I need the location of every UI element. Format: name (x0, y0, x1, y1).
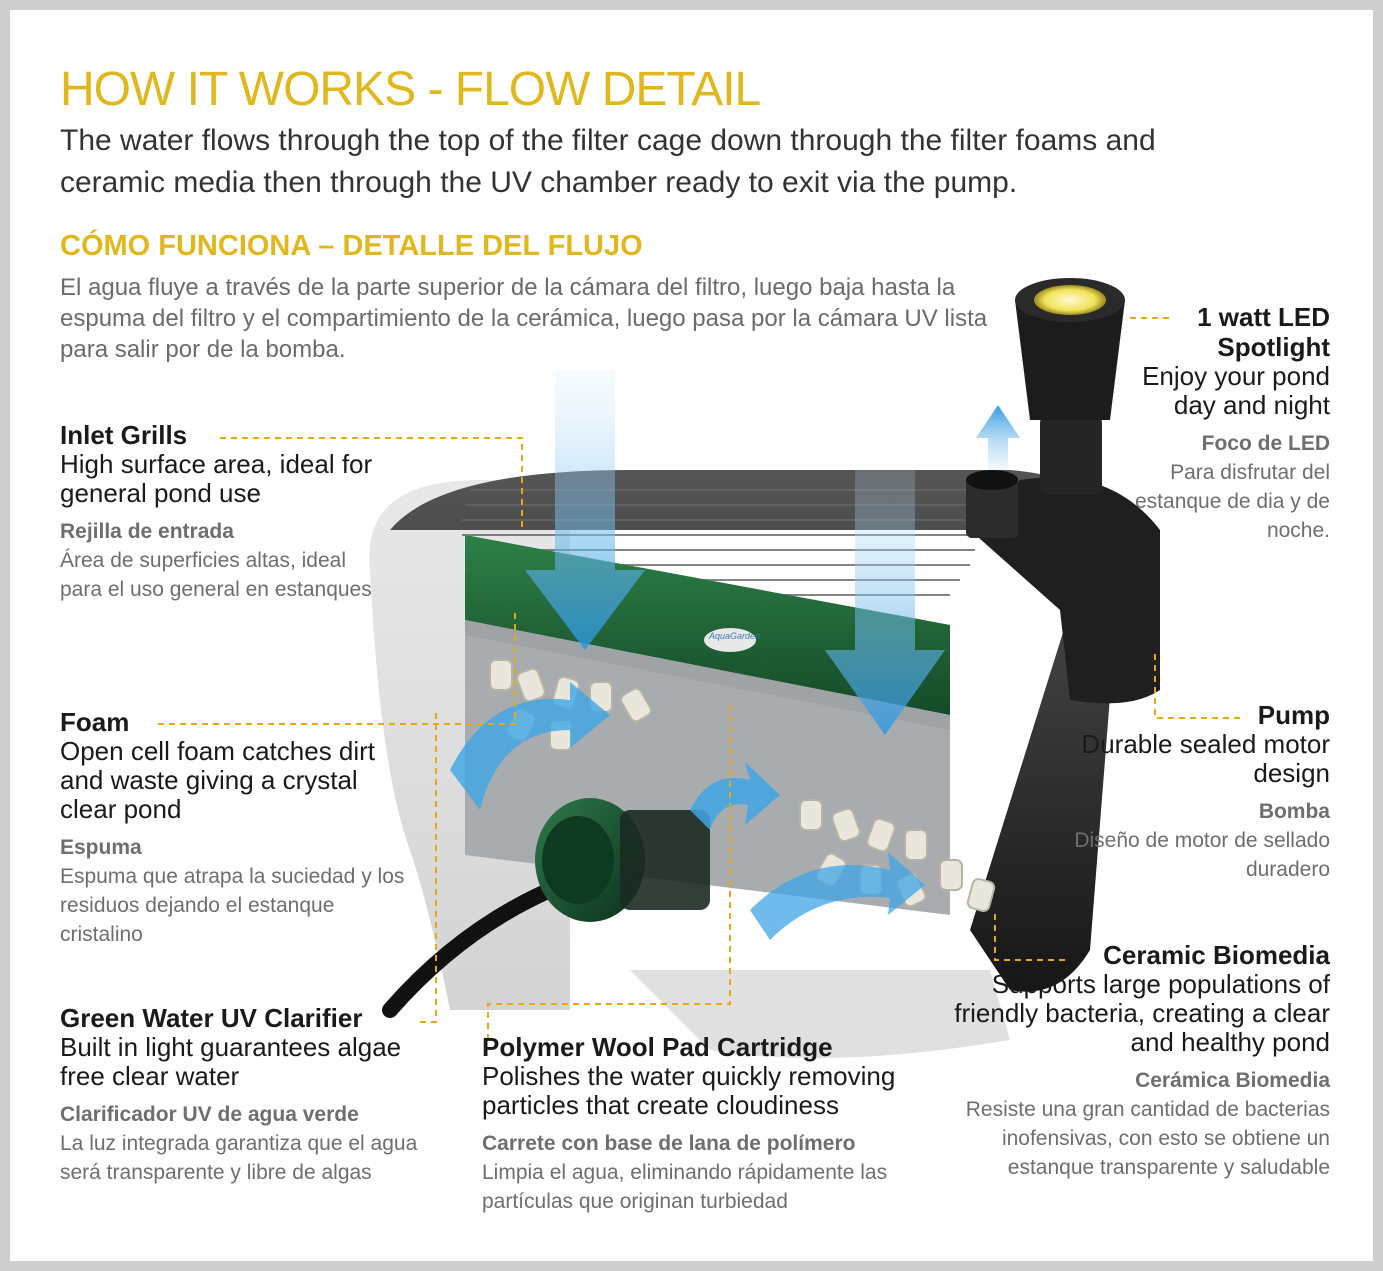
callout-heading-es: Espuma (60, 836, 142, 859)
callout-heading-es: Clarificador UV de agua verde (60, 1103, 359, 1126)
callout-pump: Pump Durable sealed motor design Bomba D… (1070, 700, 1330, 884)
callout-desc-es: La luz integrada garantiza que el agua s… (60, 1132, 418, 1184)
callout-desc-es: Resiste una gran cantidad de bacterias i… (965, 1098, 1330, 1179)
callout-desc-es: Para disfrutar del estanque de dia y de … (1135, 461, 1330, 542)
infographic-panel: HOW IT WORKS - FLOW DETAIL The water flo… (10, 10, 1373, 1261)
callout-heading-es: Bomba (1258, 800, 1330, 823)
page-title: HOW IT WORKS - FLOW DETAIL (60, 63, 761, 116)
callout-ceramic-biomedia: Ceramic Biomedia Supports large populati… (940, 940, 1330, 1182)
callout-heading-es: Rejilla de entrada (60, 520, 234, 543)
callout-heading-es: Cerámica Biomedia (1135, 1069, 1330, 1092)
intro-text: The water flows through the top of the f… (60, 124, 1156, 199)
callout-desc: Polishes the water quickly removing part… (482, 1061, 896, 1120)
callout-heading: Polymer Wool Pad Cartridge (482, 1032, 833, 1062)
callout-desc-es: Espuma que atrapa la suciedad y los resi… (60, 865, 405, 946)
callout-desc: Enjoy your pond day and night (1142, 361, 1330, 420)
callout-led-spotlight: 1 watt LED Spotlight Enjoy your pond day… (1120, 302, 1330, 545)
callout-heading: Foam (60, 707, 130, 737)
callout-desc: High surface area, ideal for general pon… (60, 449, 373, 508)
callout-heading: Green Water UV Clarifier (60, 1003, 363, 1033)
intro-text-es: El agua fluye a través de la parte super… (60, 274, 988, 363)
callout-heading: Pump (1257, 700, 1330, 730)
callout-heading: Inlet Grills (60, 420, 188, 450)
callout-desc-es: Área de superficies altas, ideal para el… (60, 549, 372, 601)
callout-heading-es: Carrete con base de lana de polímero (482, 1132, 856, 1155)
page-title-es: CÓMO FUNCIONA – DETALLE DEL FLUJO (60, 230, 643, 262)
callout-desc: Supports large populations of friendly b… (954, 969, 1330, 1057)
callout-desc: Built in light guarantees algae free cle… (60, 1032, 402, 1091)
callout-inlet-grills: Inlet Grills High surface area, ideal fo… (60, 420, 380, 604)
callout-heading: Ceramic Biomedia (1103, 940, 1330, 970)
callout-heading-es: Foco de LED (1201, 432, 1330, 455)
callout-foam: Foam Open cell foam catches dirt and was… (60, 707, 420, 949)
callout-desc-es: Limpia el agua, eliminando rápidamente l… (482, 1161, 888, 1213)
callout-wool-pad: Polymer Wool Pad Cartridge Polishes the … (482, 1032, 952, 1216)
callout-desc: Durable sealed motor design (1081, 729, 1330, 788)
callout-heading: 1 watt LED Spotlight (1197, 302, 1330, 362)
callout-uv-clarifier: Green Water UV Clarifier Built in light … (60, 1003, 450, 1187)
callout-desc: Open cell foam catches dirt and waste gi… (60, 736, 376, 824)
brand-logo: AquaGarden (709, 631, 761, 641)
callout-desc-es: Diseño de motor de sellado duradero (1074, 829, 1330, 881)
